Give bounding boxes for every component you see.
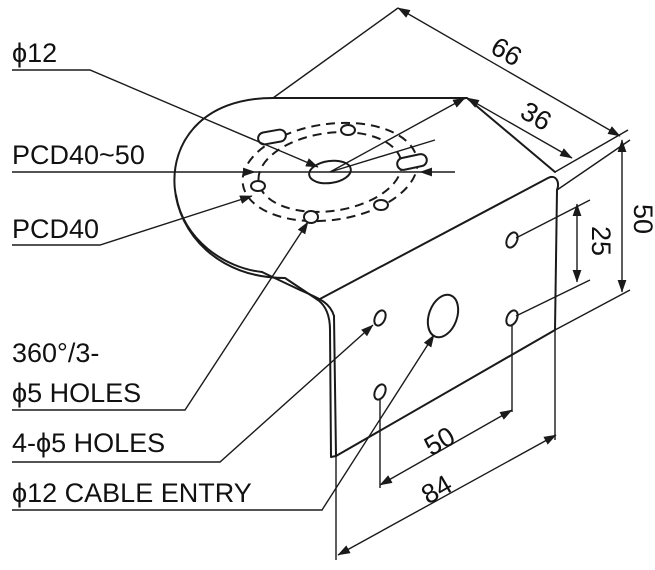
top-plate-features xyxy=(241,121,428,224)
vertical-plate-outline xyxy=(333,189,558,457)
label-4-holes: 4-ϕ5 HOLES xyxy=(12,428,165,458)
label-cable-entry: ϕ12 CABLE ENTRY xyxy=(12,478,252,508)
top-plate-thickness xyxy=(175,194,263,273)
label-pcd40: PCD40 xyxy=(12,214,99,244)
dim-66: 66 xyxy=(486,31,527,72)
vertical-plate-front-edge xyxy=(317,299,337,458)
mount-hole-top-left xyxy=(373,309,387,327)
hole-front xyxy=(303,210,319,224)
vertical-plate-features xyxy=(373,231,519,401)
top-plate-outline xyxy=(173,97,556,301)
slot-left-lower xyxy=(250,180,266,192)
mount-hole-top-right xyxy=(505,231,519,249)
bend-edge xyxy=(317,176,559,301)
label-pcd-range: PCD40~50 xyxy=(12,140,145,170)
slot-right xyxy=(396,153,428,171)
hole-back xyxy=(340,124,356,136)
mount-hole-bottom-right xyxy=(505,309,519,327)
label-360-holes-line1: 360°/3- xyxy=(12,338,99,368)
dim-50-vertical: 50 xyxy=(628,204,655,234)
label-dia12: ϕ12 xyxy=(12,38,57,68)
bend-edge-inner xyxy=(261,271,335,317)
bracket-body xyxy=(173,97,559,458)
mount-hole-bottom-left xyxy=(373,383,387,401)
label-360-holes-line2: ϕ5 HOLES xyxy=(12,378,141,408)
cable-entry-hole xyxy=(426,293,460,339)
slot-left xyxy=(257,128,287,146)
dimension-labels: 66 36 50 25 50 84 xyxy=(416,31,655,510)
callout-labels: ϕ12 PCD40~50 PCD40 360°/3- ϕ5 HOLES 4-ϕ5… xyxy=(12,38,252,508)
dim-36: 36 xyxy=(516,96,557,137)
leader-lines xyxy=(12,69,466,511)
dim-50-horizontal: 50 xyxy=(419,421,460,462)
hole-right-lower xyxy=(373,199,389,211)
dimension-lines xyxy=(272,7,631,560)
dim-84: 84 xyxy=(416,469,457,510)
dim-25: 25 xyxy=(586,226,616,256)
